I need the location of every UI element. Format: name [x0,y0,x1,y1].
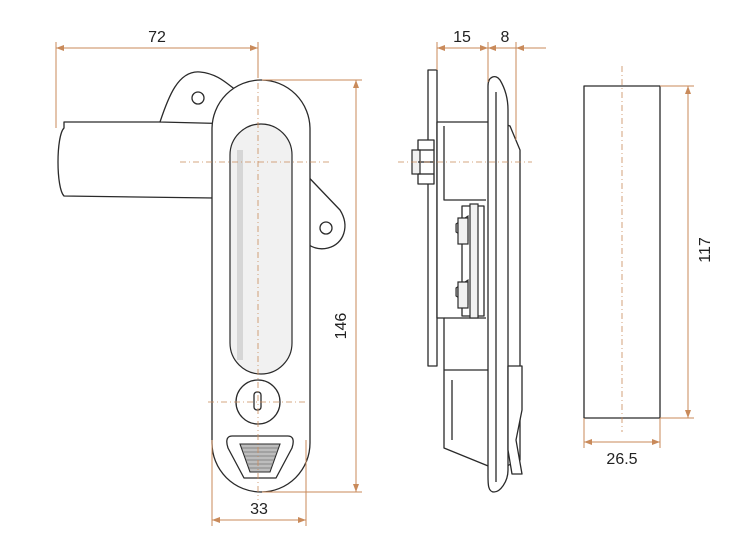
key-slot [253,391,262,411]
dim-72: 72 [55,29,259,128]
dim-8: 8 [488,29,546,140]
dim-33: 33 [211,440,307,526]
dim-72-label: 72 [148,29,166,46]
mounting-plate [427,69,438,367]
latch-nuts [455,214,469,309]
dim-15-label: 15 [453,29,471,46]
cutout-view [583,66,661,432]
dim-8-label: 8 [501,29,510,46]
lower-ear-hole [319,221,333,235]
dim-33-label: 33 [250,501,268,518]
dim-26-5: 26.5 [583,418,661,468]
dim-117: 117 [660,85,714,419]
lever-arm [57,116,215,199]
latch-plate [469,203,479,319]
grip-recess [229,123,293,375]
lever-tab [507,365,523,475]
dim-146: 146 [262,79,362,493]
dim-117-label: 117 [697,237,714,263]
front-view [57,70,346,500]
dim-146-label: 146 [333,313,350,340]
upper-ear-hole [191,91,205,105]
dim-26-5-label: 26.5 [606,451,637,468]
handle-profile [487,75,509,493]
push-button-ribs [242,447,278,469]
housing-step-1 [443,126,486,201]
push-button-face [239,443,281,473]
dim-15: 15 [436,29,489,82]
side-view [398,69,532,493]
